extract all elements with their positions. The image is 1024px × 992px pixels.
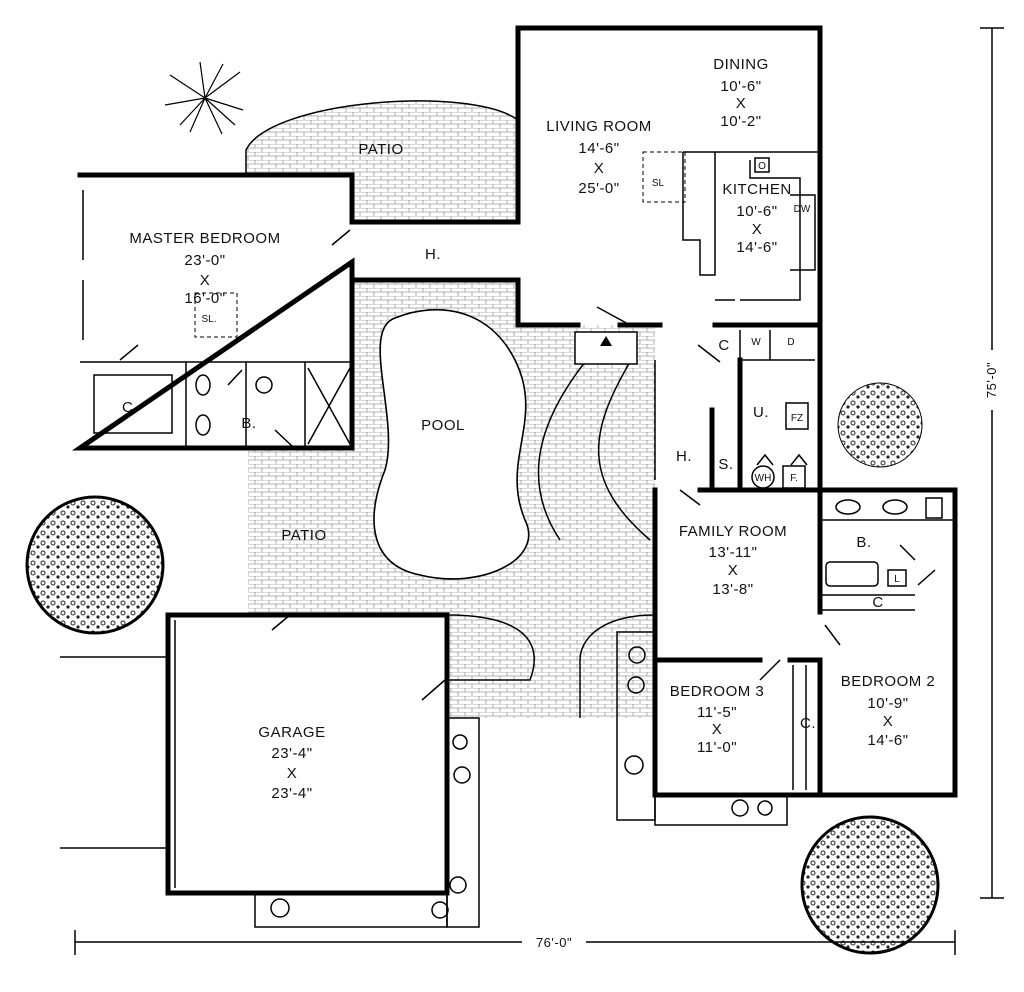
label-master-bedroom: MASTER BEDROOM 23'-0" X 16'-0" bbox=[129, 230, 280, 307]
label-family-room: FAMILY ROOM 13'-11" X 13'-8" bbox=[679, 523, 787, 598]
svg-text:X: X bbox=[712, 721, 723, 738]
label-patio-left: PATIO bbox=[281, 527, 326, 544]
svg-text:13'-8": 13'-8" bbox=[712, 581, 753, 598]
label-utility: U. bbox=[753, 404, 769, 421]
svg-text:MASTER BEDROOM: MASTER BEDROOM bbox=[129, 230, 280, 247]
master-bedroom-walls bbox=[71, 172, 355, 451]
svg-text:X: X bbox=[287, 765, 298, 782]
svg-text:X: X bbox=[752, 221, 763, 238]
svg-text:X: X bbox=[594, 160, 605, 177]
label-closet-bed2: C bbox=[872, 594, 883, 611]
dimension-width-label: 76'-0" bbox=[522, 932, 586, 950]
label-kitchen: KITCHEN 10'-6" X 14'-6" bbox=[722, 181, 791, 256]
svg-text:23'-4": 23'-4" bbox=[271, 785, 312, 802]
label-water-heater: WH bbox=[755, 473, 772, 484]
label-living-room: LIVING ROOM 14'-6" X 25'-0" bbox=[546, 118, 652, 197]
patio-top-paving bbox=[246, 100, 518, 222]
svg-text:X: X bbox=[736, 95, 747, 112]
tree-top-left bbox=[164, 61, 244, 135]
svg-text:DINING: DINING bbox=[713, 56, 769, 73]
svg-text:BEDROOM 3: BEDROOM 3 bbox=[670, 683, 765, 700]
label-dining: DINING 10'-6" X 10'-2" bbox=[713, 56, 769, 130]
svg-text:FAMILY ROOM: FAMILY ROOM bbox=[679, 523, 787, 540]
svg-text:LIVING ROOM: LIVING ROOM bbox=[546, 118, 652, 135]
svg-text:23'-0": 23'-0" bbox=[184, 252, 225, 269]
svg-text:KITCHEN: KITCHEN bbox=[722, 181, 791, 198]
label-pool: POOL bbox=[421, 417, 465, 434]
svg-text:16'-0": 16'-0" bbox=[184, 290, 225, 307]
dimension-line-width bbox=[74, 930, 956, 955]
label-closet-kitchen: C bbox=[718, 337, 729, 354]
svg-text:BEDROOM 2: BEDROOM 2 bbox=[841, 673, 936, 690]
label-dryer: D bbox=[787, 337, 794, 348]
label-closet-bed3: C. bbox=[800, 715, 816, 732]
label-bedroom-2: BEDROOM 2 10'-9" X 14'-6" bbox=[841, 673, 936, 749]
svg-text:X: X bbox=[728, 562, 739, 579]
label-closet-master: C. bbox=[122, 399, 138, 416]
svg-text:11'-5": 11'-5" bbox=[697, 704, 737, 721]
label-bedroom-3: BEDROOM 3 11'-5" X 11'-0" bbox=[670, 683, 765, 756]
label-oven: O bbox=[758, 161, 766, 172]
label-bath-master: B. bbox=[241, 415, 256, 432]
label-linen: L bbox=[894, 574, 900, 585]
label-hall-right: H. bbox=[676, 448, 692, 465]
label-hall-top: H. bbox=[425, 246, 441, 263]
label-washer: W bbox=[751, 337, 761, 348]
label-garage: GARAGE 23'-4" X 23'-4" bbox=[258, 724, 325, 802]
label-furnace: F. bbox=[790, 473, 798, 484]
tree-left bbox=[25, 495, 165, 635]
svg-text:14'-6": 14'-6" bbox=[736, 239, 777, 256]
svg-text:25'-0": 25'-0" bbox=[578, 180, 619, 197]
svg-text:GARAGE: GARAGE bbox=[258, 724, 325, 741]
label-skylight-master: SL. bbox=[201, 314, 216, 325]
label-dishwasher: DW bbox=[794, 204, 811, 215]
svg-text:10'-6": 10'-6" bbox=[736, 203, 777, 220]
label-freezer: FZ bbox=[791, 413, 803, 424]
label-patio-top: PATIO bbox=[358, 141, 403, 158]
svg-text:13'-11": 13'-11" bbox=[709, 544, 758, 561]
label-bath-2: B. bbox=[856, 534, 871, 551]
pool bbox=[373, 308, 530, 580]
svg-text:14'-6": 14'-6" bbox=[578, 140, 619, 157]
label-storage: S. bbox=[718, 456, 733, 473]
svg-text:10'-2": 10'-2" bbox=[720, 113, 761, 130]
svg-text:10'-9": 10'-9" bbox=[867, 695, 908, 712]
svg-text:14'-6": 14'-6" bbox=[867, 732, 908, 749]
svg-text:10'-6": 10'-6" bbox=[720, 78, 761, 95]
svg-text:11'-0": 11'-0" bbox=[697, 739, 737, 756]
tree-bottom-right bbox=[800, 815, 940, 955]
svg-text:X: X bbox=[883, 713, 894, 730]
label-skylight-living: SL bbox=[652, 178, 665, 189]
svg-text:X: X bbox=[200, 272, 211, 289]
dimension-line-depth bbox=[980, 27, 1004, 899]
svg-text:76'-0": 76'-0" bbox=[536, 935, 572, 950]
dimension-depth-label: 75'-0" bbox=[983, 350, 1001, 410]
svg-text:23'-4": 23'-4" bbox=[271, 745, 312, 762]
svg-text:75'-0": 75'-0" bbox=[984, 362, 999, 398]
tree-right bbox=[837, 382, 923, 468]
